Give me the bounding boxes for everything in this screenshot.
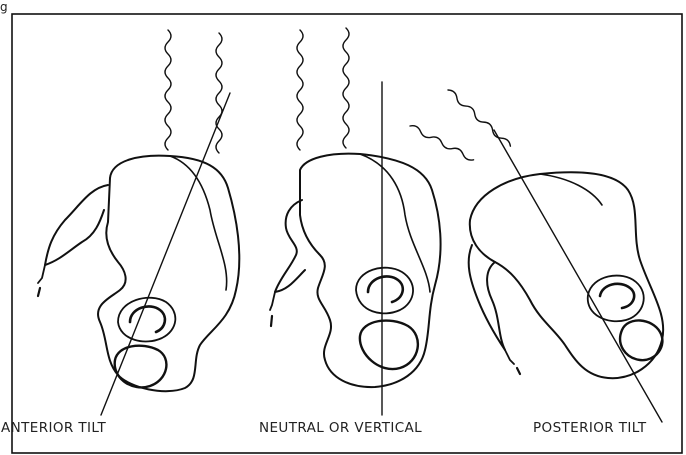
- pelvis-neutral: [270, 28, 441, 415]
- spine-line-right: [216, 33, 222, 153]
- spine-line-left: [297, 30, 303, 150]
- coccyx: [38, 265, 45, 283]
- caption-anterior-tilt: ANTERIOR TILT: [1, 420, 106, 436]
- spine-line-left: [409, 124, 475, 162]
- spine-line-right: [446, 88, 512, 148]
- tilt-axis-line: [494, 130, 662, 422]
- pelvis-anterior-tilt: [38, 30, 239, 415]
- pelvis-outline: [98, 156, 239, 392]
- acetabulum-outer: [118, 298, 175, 342]
- sacrum: [45, 185, 108, 265]
- acetabulum-inner: [368, 276, 403, 302]
- coccyx-tip: [517, 368, 520, 374]
- spine-line-left: [165, 30, 171, 150]
- coccyx-tip: [38, 288, 40, 296]
- obturator-foramen: [115, 346, 167, 388]
- pelvis-outline: [470, 172, 663, 378]
- caption-posterior-tilt: POSTERIOR TILT: [533, 420, 647, 436]
- sacrum: [469, 245, 505, 350]
- obturator-foramen: [360, 321, 418, 370]
- coccyx: [270, 292, 275, 310]
- spine-line-right: [343, 28, 349, 148]
- coccyx: [505, 350, 514, 364]
- coccyx-tip: [271, 316, 272, 326]
- caption-neutral: NEUTRAL OR VERTICAL: [259, 420, 422, 436]
- acetabulum-inner: [600, 284, 634, 308]
- iliac-crest-inner: [540, 174, 602, 205]
- pelvis-posterior-tilt: [409, 88, 663, 422]
- acetabulum-outer: [356, 268, 413, 314]
- obturator-foramen: [620, 320, 662, 360]
- acetabulum-outer: [588, 276, 644, 322]
